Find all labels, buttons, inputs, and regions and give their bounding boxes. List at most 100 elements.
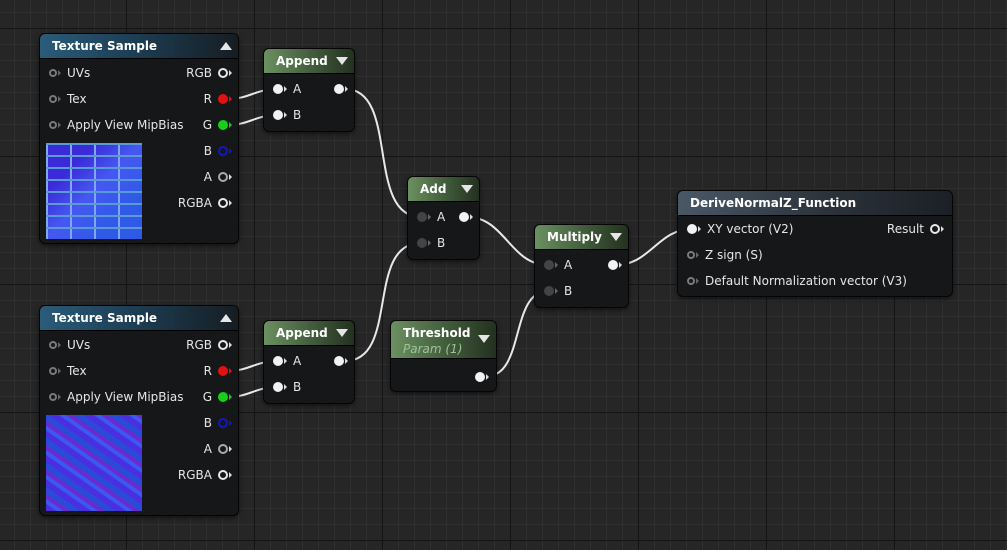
output-pin-g[interactable]: G: [203, 389, 232, 405]
collapse-icon[interactable]: [461, 185, 473, 193]
pin-dot-icon[interactable]: [459, 212, 469, 222]
collapse-icon[interactable]: [220, 314, 232, 322]
pin-dot-icon[interactable]: [273, 382, 283, 392]
pin-dot-icon[interactable]: [49, 341, 57, 349]
pin-dot-icon[interactable]: [218, 444, 228, 454]
collapse-icon[interactable]: [610, 233, 622, 241]
input-pin-b[interactable]: B: [273, 107, 301, 123]
pin-dot-icon[interactable]: [218, 392, 228, 402]
pin-dot-icon[interactable]: [49, 95, 57, 103]
node-subtitle: Param (1): [403, 342, 463, 356]
pin-dot-icon[interactable]: [608, 260, 618, 270]
pin-dot-icon[interactable]: [218, 94, 228, 104]
pin-dot-icon[interactable]: [930, 224, 940, 234]
input-pin-a[interactable]: A: [273, 353, 301, 369]
output-pin-rgba[interactable]: RGBA: [178, 467, 232, 483]
input-pin-tex[interactable]: Tex: [49, 91, 87, 107]
pin-dot-icon[interactable]: [687, 251, 695, 259]
input-pin-apply-view-mipbias[interactable]: Apply View MipBias: [49, 117, 183, 133]
output-pin-g[interactable]: G: [203, 117, 232, 133]
output-pin-a[interactable]: A: [204, 441, 232, 457]
input-pin-a[interactable]: A: [544, 257, 572, 273]
multiply-node[interactable]: Multiply A B: [535, 225, 628, 307]
texture-sample-node-1[interactable]: Texture Sample UVs Tex Apply View MipBia…: [40, 34, 238, 243]
pin-dot-icon[interactable]: [218, 470, 228, 480]
node-header[interactable]: Texture Sample: [40, 34, 238, 59]
collapse-icon[interactable]: [336, 329, 348, 337]
output-pin-result[interactable]: Result: [887, 221, 944, 237]
input-pin-b[interactable]: B: [544, 283, 572, 299]
pin-dot-icon[interactable]: [218, 146, 228, 156]
pin-dot-icon[interactable]: [273, 84, 283, 94]
node-header[interactable]: Multiply: [535, 225, 628, 250]
pin-dot-icon[interactable]: [49, 69, 57, 77]
input-pin-uvs[interactable]: UVs: [49, 337, 90, 353]
node-header[interactable]: Append: [264, 321, 354, 346]
output-pin[interactable]: [334, 81, 348, 97]
input-pin-b[interactable]: B: [273, 379, 301, 395]
output-pin-b[interactable]: B: [204, 143, 232, 159]
pin-dot-icon[interactable]: [218, 68, 228, 78]
pin-dot-icon[interactable]: [218, 198, 228, 208]
node-title: Add: [420, 182, 447, 196]
wire-append1-to-add-a[interactable]: [344, 88, 422, 218]
collapse-icon[interactable]: [478, 335, 490, 343]
output-pin-r[interactable]: R: [204, 91, 232, 107]
pin-dot-icon[interactable]: [687, 224, 697, 234]
derive-normal-z-function-node[interactable]: DeriveNormalZ_Function XY vector (V2) Z …: [678, 191, 952, 296]
input-pin-a[interactable]: A: [273, 81, 301, 97]
wire-append2-to-add-b[interactable]: [344, 242, 422, 362]
pin-dot-icon[interactable]: [273, 356, 283, 366]
node-header[interactable]: DeriveNormalZ_Function: [678, 191, 952, 216]
node-header[interactable]: Append: [264, 49, 354, 74]
input-pin-uvs[interactable]: UVs: [49, 65, 90, 81]
pin-dot-icon[interactable]: [475, 372, 485, 382]
pin-dot-icon[interactable]: [218, 172, 228, 182]
pin-dot-icon[interactable]: [417, 212, 427, 222]
node-title: Threshold: [403, 326, 471, 340]
collapse-icon[interactable]: [336, 57, 348, 65]
pin-dot-icon[interactable]: [49, 393, 57, 401]
output-pin[interactable]: [459, 209, 473, 225]
input-pin-a[interactable]: A: [417, 209, 445, 225]
output-pin-rgb[interactable]: RGB: [186, 337, 232, 353]
collapse-icon[interactable]: [220, 42, 232, 50]
output-pin[interactable]: [475, 369, 489, 385]
input-pin-tex[interactable]: Tex: [49, 363, 87, 379]
threshold-param-node[interactable]: Threshold Param (1): [391, 321, 496, 391]
node-header[interactable]: Add: [408, 177, 479, 202]
pin-dot-icon[interactable]: [49, 367, 57, 375]
pin-dot-icon[interactable]: [218, 418, 228, 428]
node-header[interactable]: Threshold Param (1): [391, 321, 496, 359]
pin-dot-icon[interactable]: [218, 340, 228, 350]
pin-dot-icon[interactable]: [687, 277, 695, 285]
input-pin-xy-vector[interactable]: XY vector (V2): [687, 221, 793, 237]
node-title: Append: [276, 54, 328, 68]
input-pin-z-sign[interactable]: Z sign (S): [687, 247, 763, 263]
input-pin-default-normalization-vector[interactable]: Default Normalization vector (V3): [687, 273, 907, 289]
pin-dot-icon[interactable]: [417, 238, 427, 248]
pin-dot-icon[interactable]: [334, 356, 344, 366]
pin-dot-icon[interactable]: [544, 260, 554, 270]
output-pin-rgb[interactable]: RGB: [186, 65, 232, 81]
output-pin-r[interactable]: R: [204, 363, 232, 379]
pin-dot-icon[interactable]: [273, 110, 283, 120]
pin-dot-icon[interactable]: [49, 121, 57, 129]
append-node-2[interactable]: Append A B: [264, 321, 354, 403]
node-header[interactable]: Texture Sample: [40, 306, 238, 331]
pin-dot-icon[interactable]: [544, 286, 554, 296]
pin-dot-icon[interactable]: [334, 84, 344, 94]
output-pin[interactable]: [334, 353, 348, 369]
output-pin[interactable]: [608, 257, 622, 273]
output-pin-a[interactable]: A: [204, 169, 232, 185]
add-node[interactable]: Add A B: [408, 177, 479, 259]
texture-sample-node-2[interactable]: Texture Sample UVs Tex Apply View MipBia…: [40, 306, 238, 515]
texture-preview-thumbnail: [46, 143, 142, 239]
pin-dot-icon[interactable]: [218, 120, 228, 130]
output-pin-rgba[interactable]: RGBA: [178, 195, 232, 211]
output-pin-b[interactable]: B: [204, 415, 232, 431]
pin-dot-icon[interactable]: [218, 366, 228, 376]
input-pin-apply-view-mipbias[interactable]: Apply View MipBias: [49, 389, 183, 405]
append-node-1[interactable]: Append A B: [264, 49, 354, 131]
input-pin-b[interactable]: B: [417, 235, 445, 251]
